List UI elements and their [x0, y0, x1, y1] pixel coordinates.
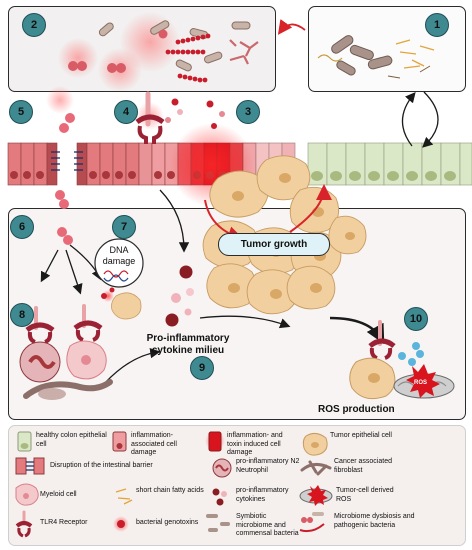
marker-8: 8	[10, 303, 34, 327]
legend-scfa: short chain fatty acids	[136, 487, 204, 494]
legend-tlr4: TLR4 Receptor	[40, 519, 88, 526]
marker-3: 3	[236, 100, 260, 124]
legend-genotoxins: bacterial genotoxins	[136, 519, 199, 526]
cytokine-milieu-label-line2: cytokine milieu	[151, 345, 225, 356]
legend-fibroblast: Cancer associated fibroblast	[334, 458, 392, 474]
genotoxin-particles	[46, 86, 225, 245]
legend-symbiotic: Symbiotic microbiome and commensal bacte…	[236, 513, 299, 537]
legend-barrier: Disruption of the intestinal barrier	[50, 462, 153, 469]
legend-inflam-assoc: inflammation-associated cell damage	[131, 432, 177, 456]
ros-badge-label: ROS	[414, 380, 428, 386]
legend-dysbiosis: Microbiome dysbiosis and pathogenic bact…	[334, 513, 415, 529]
immune-cells	[19, 304, 113, 400]
marker-10: 10	[404, 307, 428, 331]
marker-6: 6	[10, 215, 34, 239]
marker-7: 7	[112, 215, 136, 239]
legend-panel	[8, 425, 466, 546]
legend-cytokines: pro-inflammatory cytokines	[236, 487, 289, 503]
dna-damage-bubble	[94, 238, 144, 288]
marker-9: 9	[190, 356, 214, 380]
marker-5: 5	[9, 100, 33, 124]
dna-damage-label-line1: DNA	[109, 245, 129, 255]
tlr4-receptor-apical	[135, 91, 165, 144]
legend-healthy: healthy colon epithelial cell	[36, 432, 107, 448]
legend-icons	[15, 431, 333, 538]
tumor-growth-label: Tumor growth	[218, 233, 330, 256]
cytokine-particles	[165, 265, 194, 327]
ros-production-label: ROS production	[318, 404, 395, 415]
ros-tumor-cell	[349, 320, 455, 400]
cytokine-milieu-label-line1: Pro-inflammatory	[146, 333, 230, 344]
marker-2: 2	[22, 13, 46, 37]
dna-damage-label-line2: damage	[102, 256, 136, 266]
commensal-bacteria-group	[317, 35, 435, 79]
marker-1: 1	[425, 13, 449, 37]
legend-ros: Tumor-cell derived ROS	[336, 487, 394, 503]
legend-myeloid: Myeloid cell	[40, 491, 77, 498]
dysbiosis-bacteria-group	[58, 12, 259, 92]
marker-4: 4	[114, 100, 138, 124]
legend-neutrophil: pro-inflammatory N2 Neutrophil	[236, 458, 300, 474]
legend-toxin-induced: inflammation- and toxin induced cell dam…	[227, 432, 283, 456]
legend-tumor-epi: Tumor epithelial cell	[330, 432, 392, 439]
